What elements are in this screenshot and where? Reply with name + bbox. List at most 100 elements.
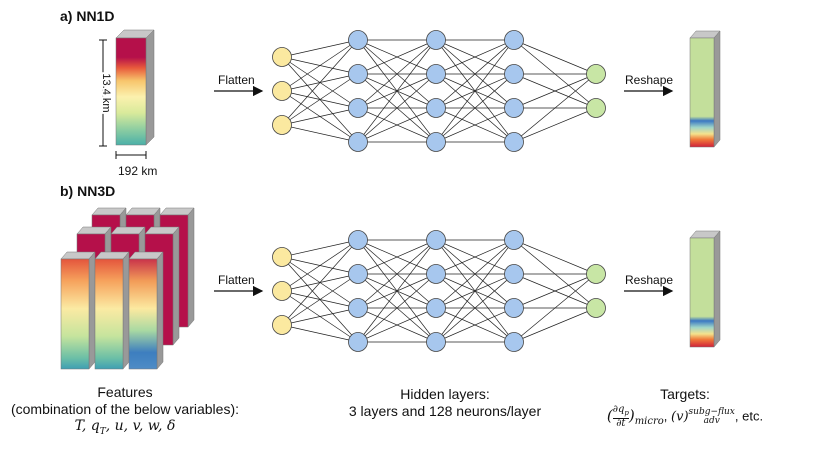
network-edge [357, 239, 437, 309]
input-column-a [115, 29, 155, 146]
panel-a-title: a) NN1D [60, 8, 115, 24]
network-edge [281, 39, 359, 92]
flatten-label-b: Flatten [218, 273, 255, 287]
hidden-node [504, 298, 524, 318]
network-edge [281, 324, 359, 343]
network-edge [513, 73, 597, 109]
network-edge [281, 124, 359, 143]
network-edge [435, 39, 515, 75]
network-edge [513, 73, 597, 143]
hidden-node [504, 332, 524, 352]
output-node [586, 298, 606, 318]
network-edge [435, 239, 515, 343]
hidden-title: Hidden layers: [400, 386, 490, 402]
hidden-node [504, 264, 524, 284]
network-edge [435, 239, 515, 309]
network-edge [357, 307, 437, 343]
input-node [272, 115, 292, 135]
hidden-node [426, 98, 446, 118]
target-column-b [689, 230, 721, 348]
neural-network-a [272, 30, 606, 152]
hidden-node [348, 298, 368, 318]
hidden-node [348, 264, 368, 284]
network-edge [513, 273, 597, 343]
network-edge [281, 73, 359, 126]
network-edge [435, 73, 515, 143]
network-edge [281, 239, 359, 292]
hidden-node [504, 30, 524, 50]
network-edge [357, 73, 437, 143]
reshape-label-b: Reshape [625, 273, 674, 287]
network-edge [513, 107, 597, 143]
height-dimension: 13.4 km [98, 39, 114, 147]
output-node [586, 98, 606, 118]
target-column-a [689, 30, 721, 148]
hidden-node [504, 132, 524, 152]
input-columns-b [60, 207, 195, 370]
hidden-subtitle: 3 layers and 128 neurons/layer [348, 403, 542, 419]
network-edge [357, 239, 437, 275]
hidden-node [426, 264, 446, 284]
network-edge [357, 273, 437, 343]
neural-network-b [272, 230, 606, 352]
network-edge [435, 239, 515, 275]
hidden-node [426, 298, 446, 318]
hidden-node [426, 132, 446, 152]
width-dimension [115, 151, 147, 159]
network-edge [281, 39, 359, 58]
network-edge [357, 39, 437, 109]
features-variables: T, qT, u, v, w, δ [74, 418, 176, 437]
features-title: Features [97, 384, 153, 400]
network-edge [513, 307, 597, 343]
network-edge [281, 107, 359, 126]
output-node [586, 264, 606, 284]
hidden-node [348, 30, 368, 50]
network-edge [357, 239, 437, 343]
hidden-node [426, 64, 446, 84]
input-node [272, 281, 292, 301]
network-edge [281, 239, 359, 258]
network-edge [513, 39, 597, 75]
hidden-node [426, 30, 446, 50]
hidden-node [348, 230, 368, 250]
hidden-node [348, 332, 368, 352]
hidden-node [348, 98, 368, 118]
hidden-node [348, 132, 368, 152]
network-edge [357, 107, 437, 143]
hidden-node [426, 230, 446, 250]
network-edge [281, 307, 359, 326]
hidden-node [426, 332, 446, 352]
hidden-node [348, 64, 368, 84]
network-edge [435, 273, 515, 343]
features-caption: Features (combination of the below varia… [10, 384, 240, 441]
network-edge [435, 107, 515, 143]
network-edge [281, 273, 359, 326]
input-node [272, 315, 292, 335]
hidden-node [504, 98, 524, 118]
network-edge [435, 39, 515, 109]
network-edge [513, 239, 597, 275]
network-edge [513, 273, 597, 309]
network-edge [435, 307, 515, 343]
height-label: 13.4 km [100, 73, 112, 112]
network-edge [281, 239, 359, 326]
network-edge [357, 39, 437, 143]
input-node [272, 247, 292, 267]
targets-title: Targets: [660, 386, 710, 402]
width-label: 192 km [118, 164, 158, 178]
flatten-label-a: Flatten [218, 73, 255, 87]
output-node [586, 64, 606, 84]
hidden-caption: Hidden layers: 3 layers and 128 neurons/… [330, 386, 560, 420]
input-node [272, 47, 292, 67]
network-edge [281, 39, 359, 126]
input-node [272, 81, 292, 101]
features-subtitle: (combination of the below variables): [10, 401, 239, 417]
panel-b-title: b) NN3D [60, 183, 116, 199]
hidden-node [504, 64, 524, 84]
reshape-label-a: Reshape [625, 73, 674, 87]
network-edge [357, 39, 437, 75]
hidden-node [504, 230, 524, 250]
